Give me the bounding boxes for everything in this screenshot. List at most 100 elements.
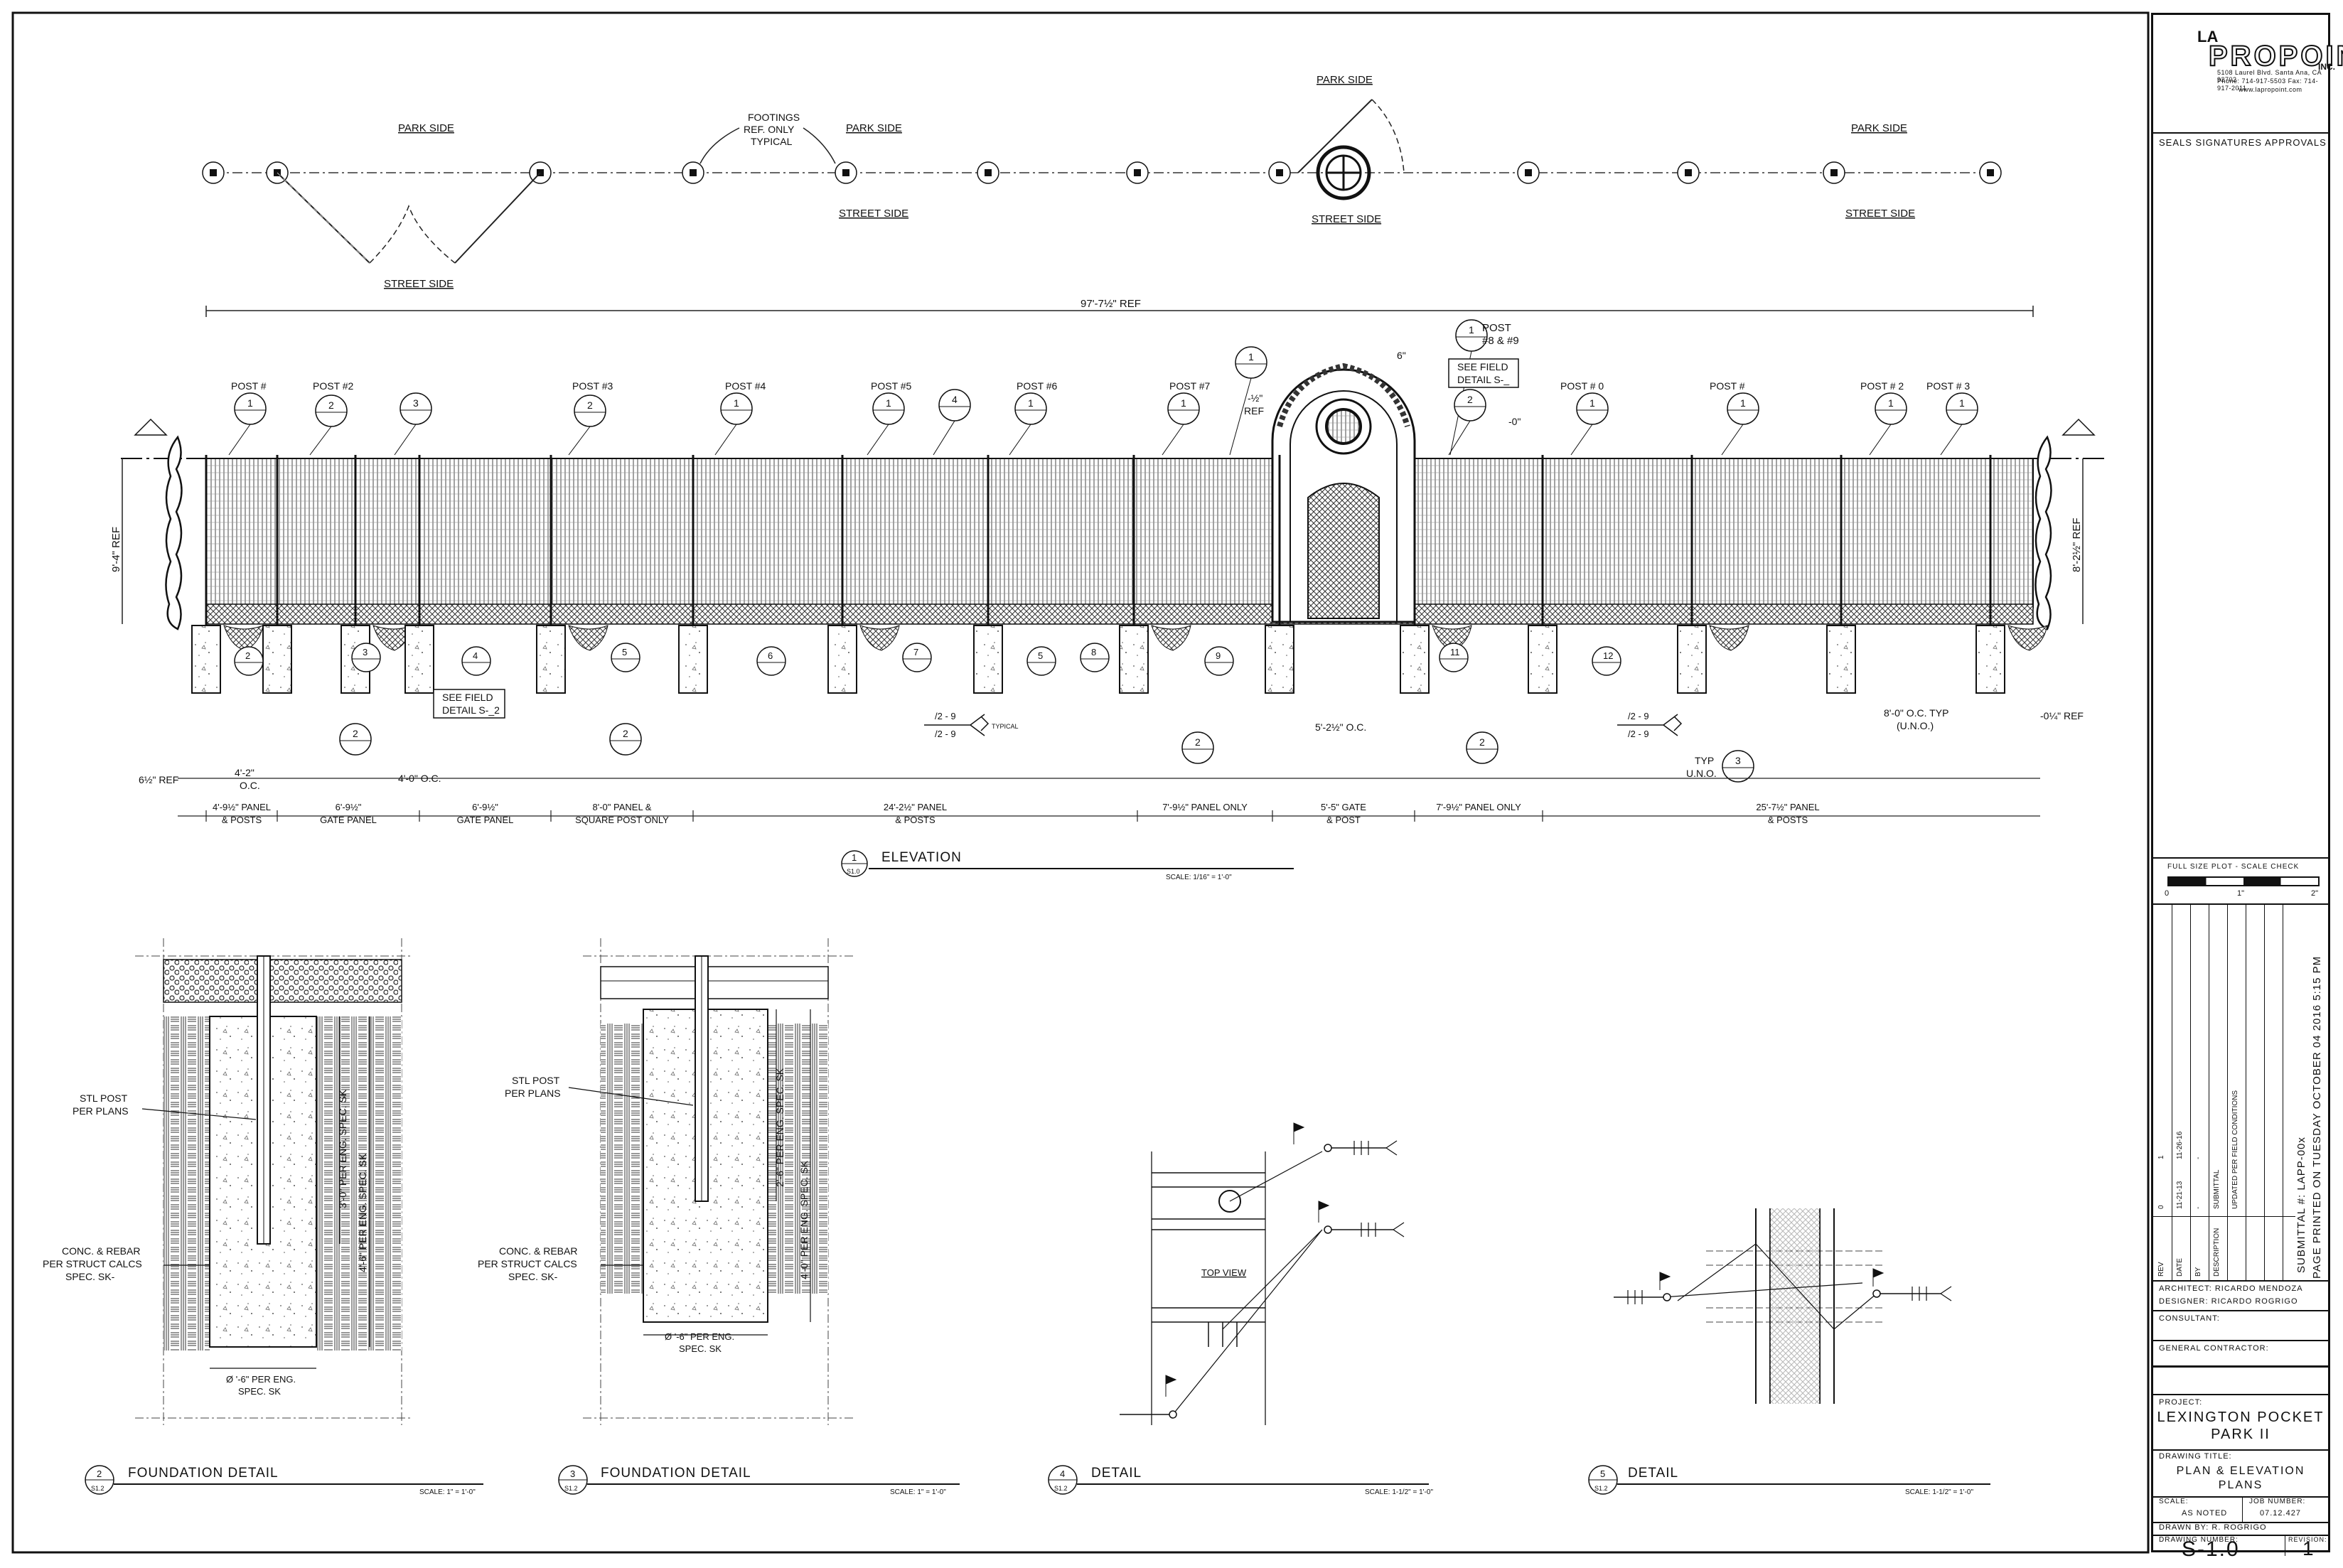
svg-text:SPEC. SK-: SPEC. SK-: [65, 1271, 115, 1282]
rev1-num: 1: [2157, 1155, 2165, 1159]
svg-text:3: 3: [413, 397, 419, 409]
svg-text:2: 2: [353, 728, 358, 739]
detail-callout: 1: [1229, 346, 1267, 456]
plan-center-gate: [1297, 99, 1405, 200]
rev0-desc: SUBMITTAL: [2213, 1169, 2221, 1209]
designer: DESIGNER: RICARDO ROGRIGO: [2159, 1297, 2298, 1306]
detail-callout: 1: [1869, 392, 1907, 456]
weld-symbol-right: /2 - 9 /2 - 9: [1617, 711, 1683, 739]
svg-text:/2 - 9: /2 - 9: [935, 711, 956, 721]
svg-text:3: 3: [570, 1468, 575, 1479]
dim1-4: 5'-2½" O.C.: [1315, 721, 1366, 733]
panel-callout: 6: [756, 646, 786, 676]
plan-post: [835, 161, 857, 184]
fence-base-rail: [205, 603, 2034, 625]
svg-text:1: 1: [1469, 324, 1474, 335]
svg-text:5: 5: [622, 647, 627, 657]
address-line-1: 5108 Laurel Blvd. Santa Ana, CA 92702: [2217, 69, 2322, 83]
detail-callout: 3: [394, 392, 432, 456]
drawing-title-label: DRAWING TITLE:: [2159, 1452, 2232, 1461]
foundation-detail-2: STL POST PER PLANS CONC. & REBAR PER STR…: [43, 938, 483, 1496]
rev0-date: 11-21-13: [2176, 1181, 2184, 1209]
foundation-detail-3: STL POST PER PLANS CONC. & REBAR PER STR…: [478, 938, 960, 1496]
detail-callout: 1: [1940, 392, 1978, 456]
logo-inc: INC.: [2318, 62, 2335, 72]
svg-text:/2 - 9: /2 - 9: [1628, 729, 1649, 739]
fence-post: [262, 455, 292, 694]
scale-2: 2": [2311, 889, 2319, 898]
dimension-label: & POSTS: [222, 815, 262, 825]
revision-number: 1: [2302, 1537, 2314, 1559]
panel-callout: 2: [234, 646, 264, 676]
company-logo: LA PROPOINT INC. 5108 Laurel Blvd. Santa…: [2160, 22, 2343, 107]
dimension-label: & POSTS: [895, 815, 935, 825]
svg-text:1: 1: [1740, 397, 1746, 409]
weld-detail-5: 5 S1.2 DETAIL SCALE: 1-1/2" = 1'-0": [1588, 1208, 1990, 1496]
dimension-label: 7'-9½" PANEL ONLY: [1162, 802, 1248, 812]
weld-detail-4: TOP VIEW 4 S1.2 DETAIL SCALE: 1-1/2" = 1…: [1048, 1122, 1433, 1496]
svg-text:1: 1: [247, 397, 253, 409]
detail-callout: 2: [568, 394, 606, 456]
revision-label: REVISION:: [2288, 1536, 2327, 1543]
project-label: PROJECT:: [2159, 1398, 2203, 1407]
ref-right: -0": [1508, 416, 1521, 427]
svg-text:4'-0" PER ENG. SPEC. SK: 4'-0" PER ENG. SPEC. SK: [798, 1160, 810, 1279]
rev1-date: 11-26-16: [2176, 1131, 2184, 1159]
detail-callout: 2: [309, 394, 348, 456]
panel-callout: 11: [1439, 643, 1469, 672]
plan-post: [1823, 161, 1845, 184]
elevation-scale: SCALE: 1/16" = 1'-0": [1166, 874, 1232, 881]
plan-label-street-4: STREET SIDE: [1845, 208, 1915, 220]
dim1-3: 4'-0" O.C.: [398, 773, 441, 784]
detail-callout: 2: [1448, 389, 1486, 456]
post-center-2: #8 & #9: [1482, 335, 1519, 347]
typ-uno-2: U.N.O.: [1686, 768, 1717, 779]
rev-header-by: BY: [2194, 1267, 2202, 1277]
plan-post: [1126, 161, 1149, 184]
overall-dimension: 97'-7½" REF: [1081, 298, 1141, 310]
dimension-label: 5'-5" GATE: [1321, 802, 1366, 812]
svg-text:8: 8: [1091, 647, 1096, 657]
title-block: LA PROPOINT INC. 5108 Laurel Blvd. Santa…: [2151, 13, 2343, 1561]
plan-post: [977, 161, 999, 184]
svg-text:5: 5: [1600, 1468, 1605, 1479]
svg-text:2: 2: [1195, 736, 1201, 748]
fence-post: [404, 455, 434, 694]
plan-gate-leaves: [277, 172, 541, 264]
plan-post: [1517, 161, 1540, 184]
fence-mesh-right: [1410, 458, 2034, 608]
callout-6in: 6": [1397, 350, 1406, 361]
panel-callout: 12: [1592, 646, 1621, 676]
svg-text:2: 2: [587, 399, 593, 411]
svg-text:1: 1: [734, 397, 739, 409]
svg-text:3: 3: [363, 647, 368, 657]
dimension-label: & POST: [1326, 815, 1361, 825]
svg-text:TYPICAL: TYPICAL: [992, 723, 1019, 730]
project-name-2: PARK II: [2211, 1427, 2270, 1442]
svg-text:2: 2: [623, 728, 628, 739]
typ-uno-1: TYP: [1695, 755, 1714, 766]
plan-post: [202, 161, 225, 184]
panel-callout: 5: [1026, 646, 1056, 676]
rev-header-rev: REV: [2157, 1262, 2165, 1277]
svg-text:SCALE: 1-1/2" = 1'-0": SCALE: 1-1/2" = 1'-0": [1365, 1488, 1433, 1496]
svg-text:5: 5: [1038, 650, 1043, 661]
fence-post: [1119, 455, 1191, 694]
dimension-label: SQUARE POST ONLY: [575, 815, 669, 825]
panel-callout: 8: [1080, 643, 1110, 672]
detail-callout: 1: [1162, 392, 1200, 456]
address-line-2: Phone: 714-917-5503 Fax: 714-917-2011: [2217, 77, 2319, 92]
plan-post: [1268, 161, 1291, 184]
dim1-7: -0¼" REF: [2040, 710, 2084, 721]
svg-text:Ø '-6" PER ENG.: Ø '-6" PER ENG.: [665, 1331, 734, 1342]
see-field-top-2: DETAIL S-_: [1457, 374, 1509, 385]
fence-post: [678, 455, 708, 694]
plan-label-park-1: PARK SIDE: [398, 122, 454, 134]
post-center-1: POST: [1482, 322, 1511, 334]
detail-5-title: DETAIL: [1628, 1466, 1678, 1481]
dimension-label: 6'-9½": [472, 802, 498, 812]
see-field-top-1: SEE FIELD: [1457, 361, 1508, 372]
dim1-0: 6½" REF: [139, 774, 178, 785]
dim1-2: O.C.: [240, 780, 260, 791]
